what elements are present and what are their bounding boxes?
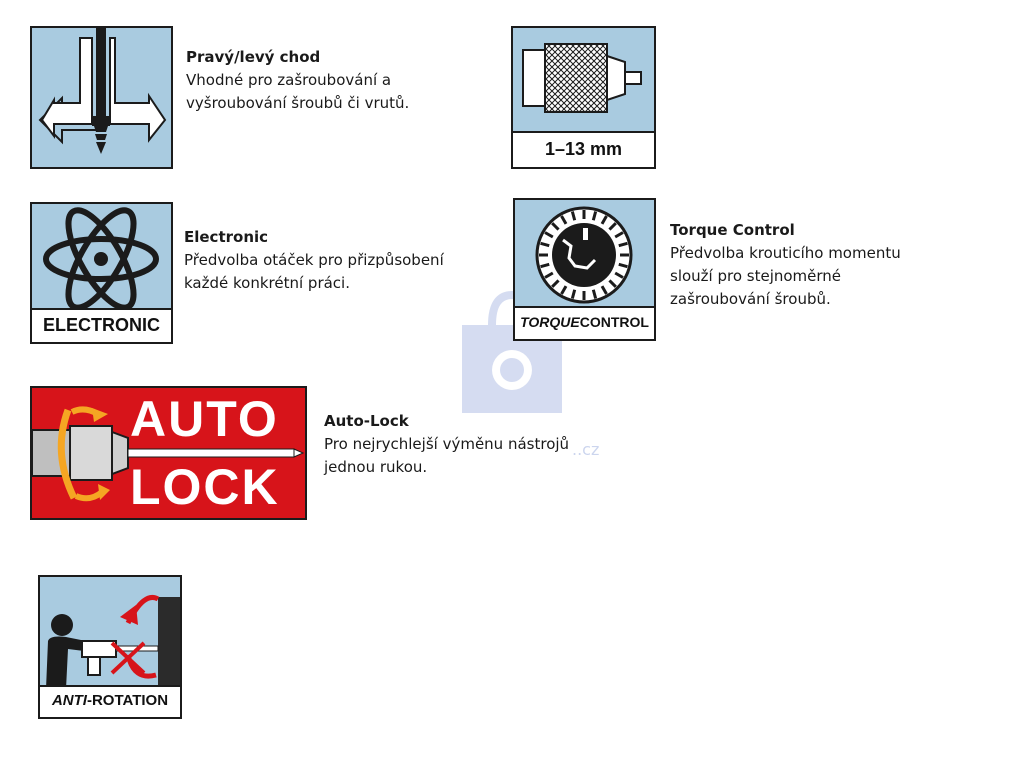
dial-tick (551, 279, 560, 288)
direction-icon (30, 26, 173, 169)
electronic-icon: ELECTRONIC (30, 202, 173, 344)
dial-tick (608, 279, 617, 288)
electronic-desc: Předvolba otáček pro přizpůsobení každé … (184, 251, 444, 292)
dial-tick (544, 271, 554, 279)
auto-lock-desc: Pro nejrychlejší výměnu nástrojů jednou … (324, 435, 570, 476)
watermark-text: ..cz (572, 440, 600, 459)
dial-tick (591, 289, 598, 299)
torque-desc: Předvolba krouticího momentu slouží pro … (670, 244, 901, 308)
electronic-title: Electronic (184, 228, 269, 246)
chuck-label: 1–13 mm (513, 131, 654, 167)
dial-tick (540, 262, 550, 269)
dial-tick (544, 231, 554, 239)
auto-lock-text: Auto-Lock Pro nejrychlejší výměnu nástro… (324, 410, 569, 479)
chuck-icon: 1–13 mm (511, 26, 656, 169)
dial-tick (560, 285, 568, 295)
direction-desc: Vhodné pro zašroubování a vyšroubování š… (186, 71, 410, 112)
dial-tick (618, 241, 628, 248)
torque-control-icon: TORQUECONTROL (513, 198, 656, 341)
dial-tick (570, 289, 577, 299)
dial-tick (560, 215, 568, 225)
anti-rotation-icon: ANTI-ROTATION (38, 575, 182, 719)
direction-title: Pravý/levý chod (186, 48, 321, 66)
dial-tick (570, 211, 577, 221)
electronic-label: ELECTRONIC (32, 308, 171, 342)
dial-tick (608, 222, 617, 231)
torque-title: Torque Control (670, 221, 795, 239)
dial-tick (540, 241, 550, 248)
electronic-text: Electronic Předvolba otáček pro přizpůso… (184, 226, 444, 295)
dial-tick (600, 215, 608, 225)
anti-rotation-label: ANTI-ROTATION (40, 685, 180, 717)
auto-lock-line1: AUTO (130, 391, 279, 447)
dial-tick (600, 285, 608, 295)
dial-tick (618, 262, 628, 269)
dial-tick (614, 231, 624, 239)
auto-lock-icon: AUTO LOCK (30, 386, 307, 520)
direction-text: Pravý/levý chod Vhodné pro zašroubování … (186, 46, 409, 115)
dial-tick (551, 222, 560, 231)
auto-lock-line2: LOCK (130, 459, 280, 515)
torque-control-label: TORQUECONTROL (515, 306, 654, 339)
torque-text: Torque Control Předvolba krouticího mome… (670, 219, 901, 311)
auto-lock-title: Auto-Lock (324, 412, 409, 430)
dial-tick (591, 211, 598, 221)
dial-tick (614, 271, 624, 279)
